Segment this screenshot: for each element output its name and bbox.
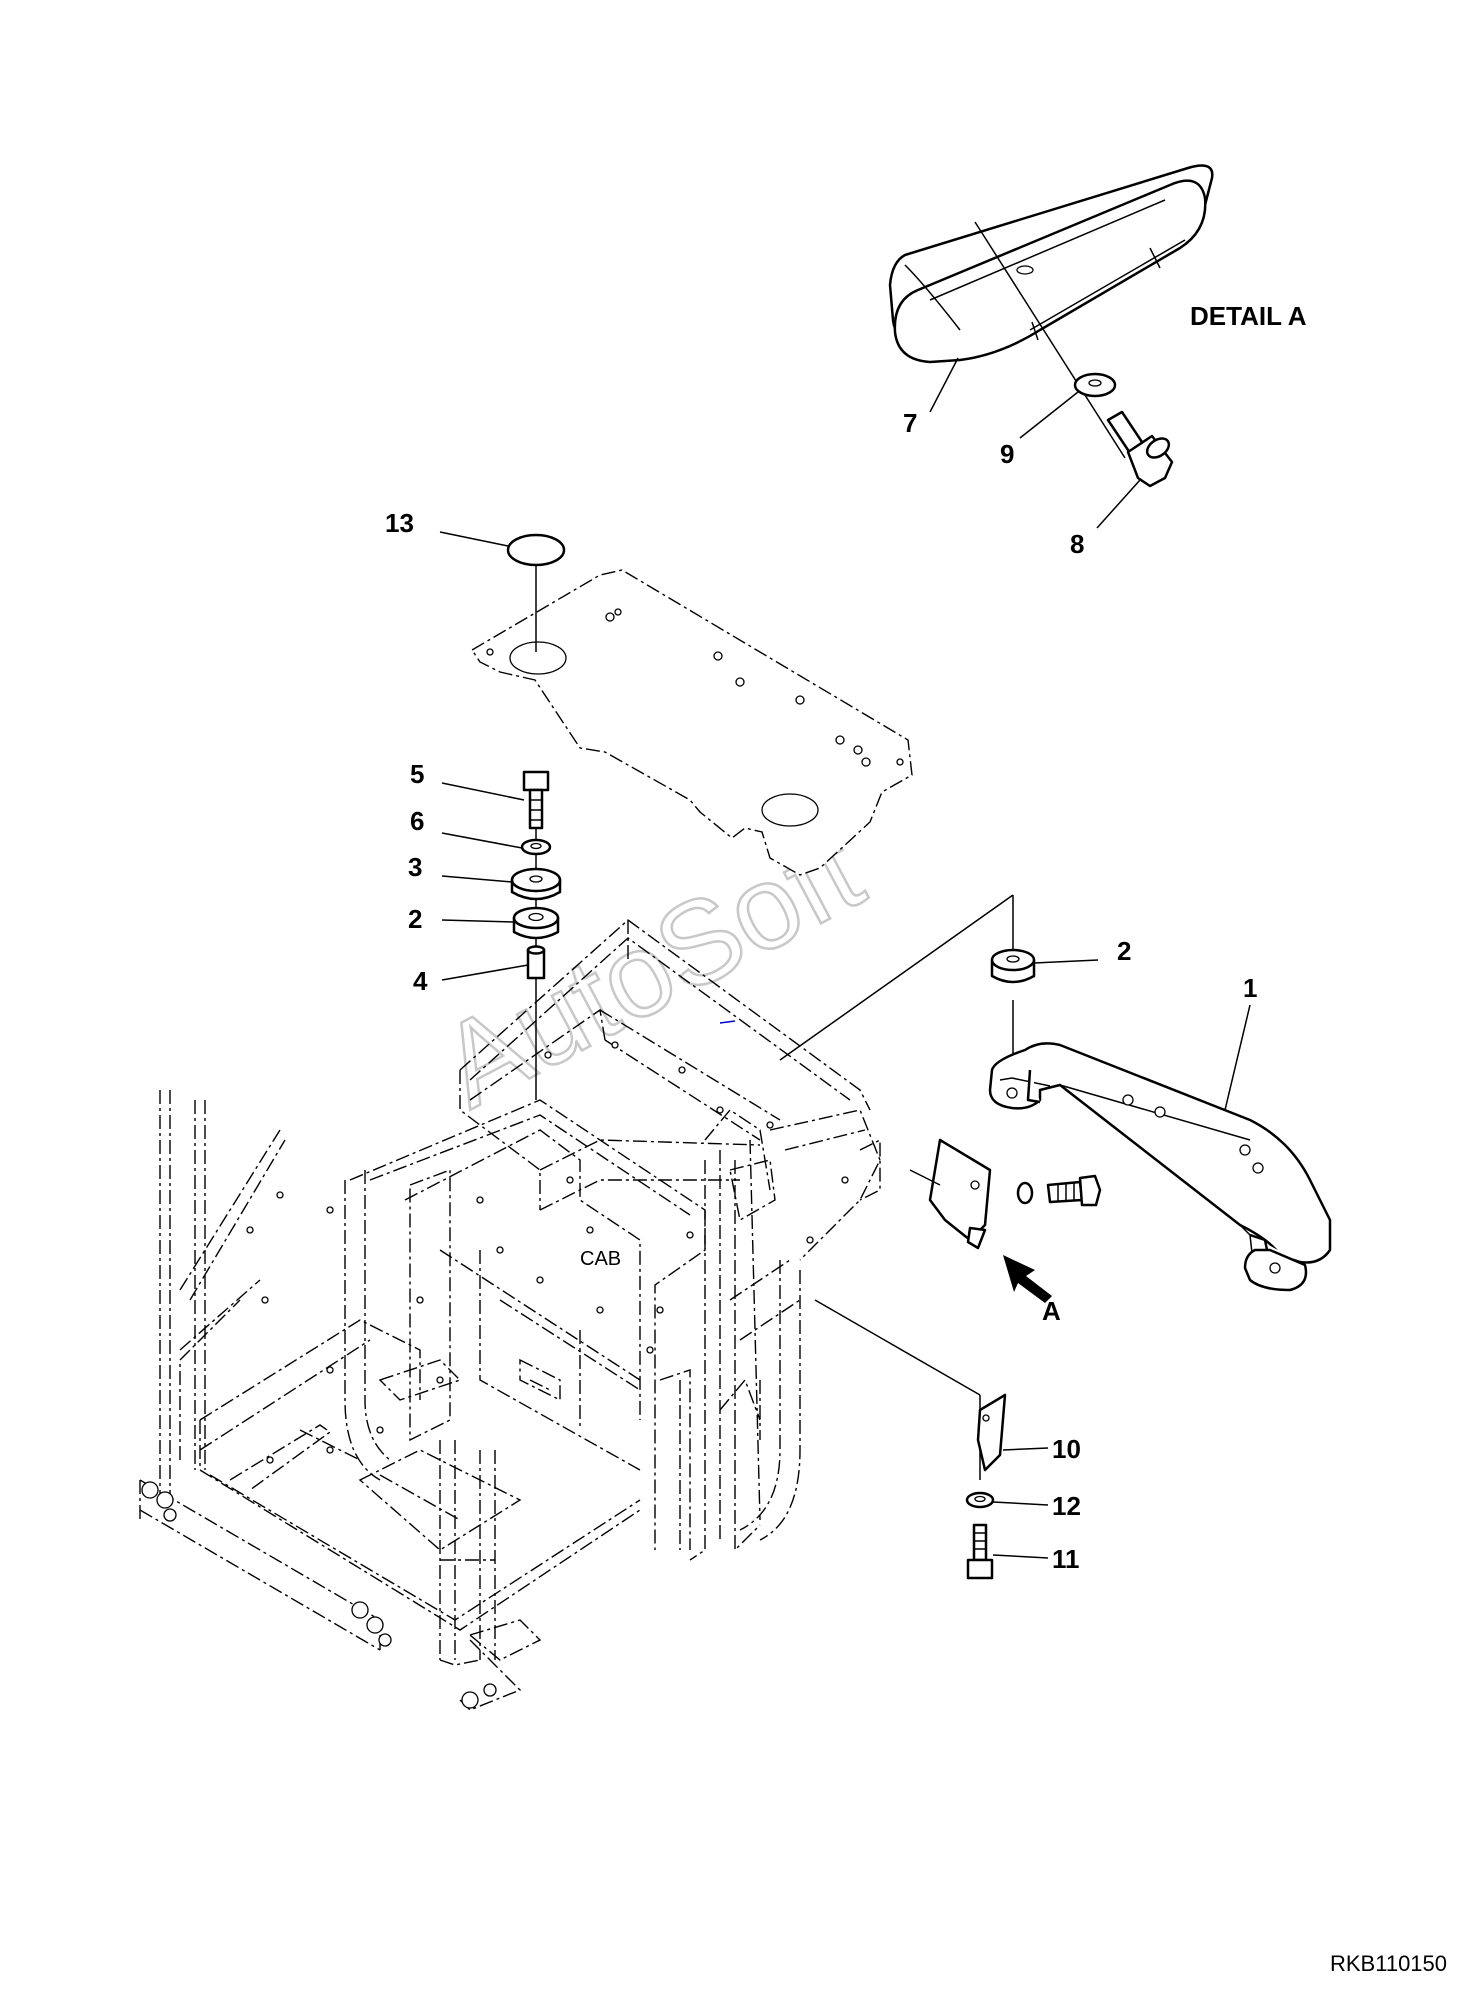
callout-2-left: 2 [408,904,422,934]
bolt-part-8 [1106,410,1174,488]
callout-12: 12 [1052,1491,1081,1521]
collar-part-4 [526,945,546,980]
drawing-code: RKB110150 [1330,1951,1447,1976]
callout-3: 3 [408,852,422,882]
bolt-part-5 [522,770,550,830]
callout-9: 9 [1000,439,1014,469]
callout-13: 13 [385,508,414,538]
washer-part-6 [520,838,552,856]
callout-4: 4 [413,966,428,996]
washer-bolt-assembly [1016,1174,1102,1207]
cushion-part-3 [510,867,562,901]
bracket-part-1 [988,1042,1332,1292]
leader-lines [439,357,1251,1559]
view-arrow-label: A [1042,1296,1061,1326]
cushion-part-2-left [512,906,560,940]
bracket-part-10 [976,1393,1007,1472]
washer-part-12 [965,1491,995,1509]
cab-label: CAB [580,1248,621,1270]
cap-part-13 [506,533,566,567]
callout-10: 10 [1052,1434,1081,1464]
callout-5: 5 [410,759,424,789]
callout-11: 11 [1052,1544,1080,1574]
detail-title: DETAIL A [1190,301,1307,331]
cover-plate [471,569,913,876]
callout-2-right: 2 [1117,936,1131,966]
cushion-part-2-right [990,948,1036,984]
callout-1: 1 [1243,973,1257,1003]
callout-7: 7 [903,408,917,438]
grab-handle-part-7 [888,164,1214,364]
callout-8: 8 [1070,529,1084,559]
blue-mark [719,1020,736,1024]
view-arrow [1003,1255,1052,1303]
step-bracket [928,1138,992,1250]
cab-frame [139,919,881,1711]
washer-part-9 [1073,372,1117,398]
callout-6: 6 [410,806,424,836]
bolt-part-11 [966,1523,994,1580]
